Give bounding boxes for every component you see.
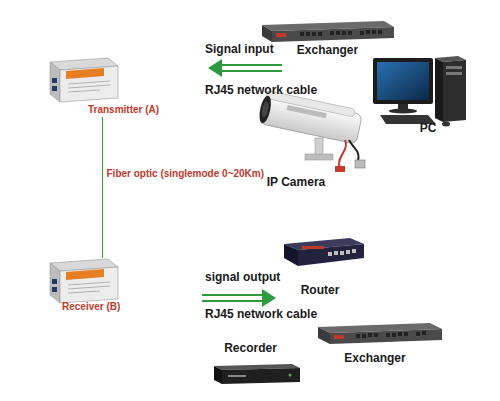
device-label: Transmitter (A) <box>88 104 168 116</box>
fiber-line <box>102 117 103 258</box>
network-switch <box>318 323 442 344</box>
camera-device: IP Camera <box>255 95 380 191</box>
recorder-device: Recorder <box>208 340 303 388</box>
transmitter-unit: Transmitter (A) <box>40 55 165 117</box>
device-label: Router <box>285 283 355 297</box>
device-label: Receiver (B) <box>62 301 138 313</box>
signal-label: signal output <box>205 270 315 284</box>
switch-device: Exchanger <box>255 18 400 58</box>
signal-arrow <box>202 289 276 307</box>
device-label: Exchanger <box>280 43 375 57</box>
router-device: Router <box>280 232 365 298</box>
signal-label: Signal input <box>205 42 315 56</box>
recorder-illustration <box>214 364 300 384</box>
edge-label: Fiber optic (singlemode 0~20Km) <box>107 168 277 180</box>
device-label: Exchanger <box>325 351 425 365</box>
router-illustration <box>284 238 364 266</box>
device-label: PC <box>403 121 453 135</box>
pc-device: PC <box>368 52 473 138</box>
device-label: Recorder <box>208 341 293 355</box>
cable-label: RJ45 network cable <box>205 307 345 321</box>
media-converter <box>50 58 118 102</box>
media-converter <box>50 259 118 303</box>
device-label: IP Camera <box>255 175 337 189</box>
ip-camera-illustration <box>257 90 365 172</box>
pc-illustration <box>373 56 466 127</box>
switch-device: Exchanger <box>315 318 445 366</box>
signal-arrow <box>208 59 282 77</box>
network-switch <box>262 21 394 42</box>
receiver-unit: Receiver (B) <box>40 258 165 316</box>
cable-label: RJ45 network cable <box>205 83 345 97</box>
